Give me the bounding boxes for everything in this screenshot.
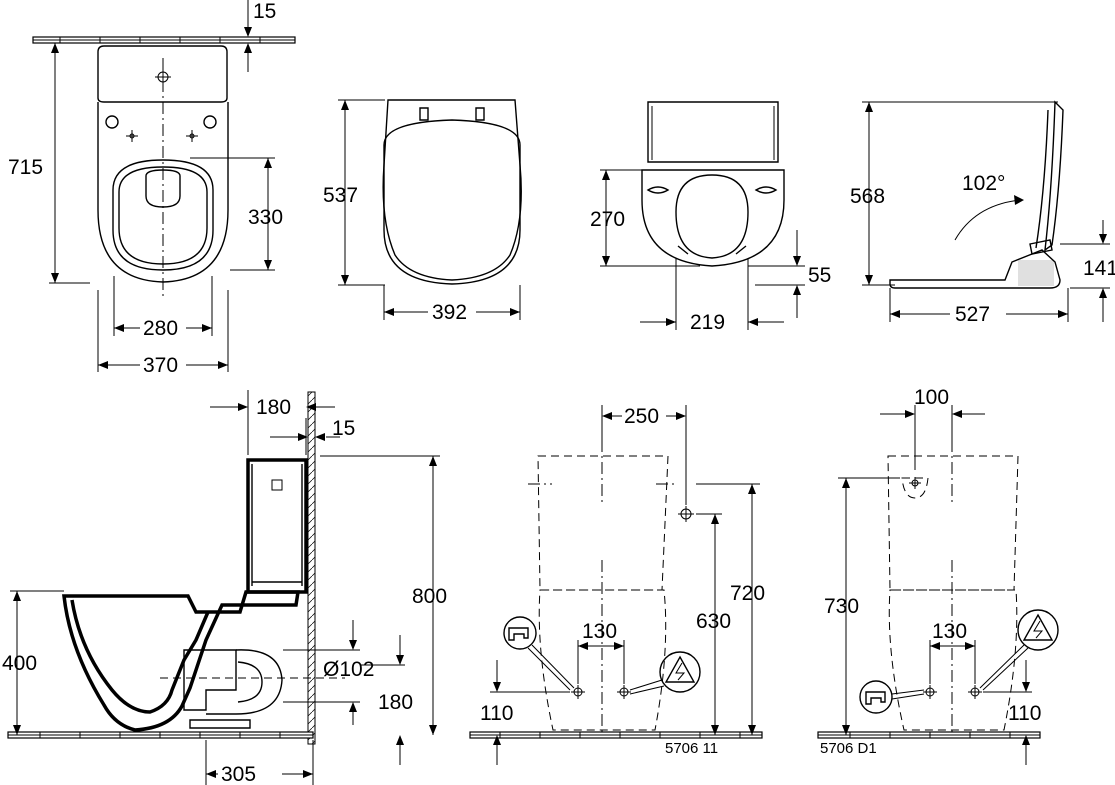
supply-hole-right-right-icon bbox=[968, 685, 982, 699]
electric-callout-right bbox=[1017, 609, 1059, 651]
dim-offset-55: 55 bbox=[808, 264, 831, 287]
water-inlet-right-icon bbox=[909, 477, 921, 489]
dim-seat-height-568: 568 bbox=[850, 185, 885, 208]
seat-lid-side bbox=[1044, 100, 1064, 252]
dim-bowl-330: 330 bbox=[248, 206, 283, 229]
dim-top-depth-180: 180 bbox=[256, 396, 291, 419]
dim-outer-width-370: 370 bbox=[143, 354, 178, 377]
product-code-right: 5706 D1 bbox=[820, 740, 877, 757]
dim-seat-width-392: 392 bbox=[432, 301, 467, 324]
dim-height-630: 630 bbox=[696, 610, 731, 633]
dim-inner-width-280: 280 bbox=[143, 317, 178, 340]
dim-wall-15-section: 15 bbox=[332, 417, 355, 440]
dim-hinge-height-141: 141 bbox=[1083, 257, 1115, 280]
seat-side-view: 102° 568 141 527 bbox=[850, 100, 1115, 326]
faucet-callout-right bbox=[859, 680, 893, 714]
dim-outlet-height-180: 180 bbox=[378, 691, 413, 714]
water-inlet-icon bbox=[678, 506, 694, 522]
tank-section bbox=[246, 458, 308, 594]
dim-outlet-distance-305: 305 bbox=[221, 763, 256, 785]
dim-spacing-100: 100 bbox=[914, 386, 949, 409]
faucet-icon bbox=[508, 627, 529, 641]
product-code-left: 5706 11 bbox=[665, 740, 718, 757]
bowl-hidden-right bbox=[888, 589, 1018, 731]
fixing-hole-left-icon bbox=[126, 130, 138, 142]
seat-open-view: 270 55 219 bbox=[590, 101, 831, 334]
supply-hole-right-icon bbox=[617, 685, 631, 699]
dim-bowl-height-400: 400 bbox=[2, 652, 37, 675]
tank-hidden-right bbox=[887, 455, 1019, 591]
supply-hole-left-icon bbox=[571, 685, 585, 699]
bowl-section bbox=[62, 590, 301, 732]
dim-height-720: 720 bbox=[730, 582, 765, 605]
angle-102: 102° bbox=[962, 172, 1005, 195]
dim-floor-110-left: 110 bbox=[480, 702, 513, 725]
tank-outline bbox=[97, 45, 228, 103]
dim-floor-110-right: 110 bbox=[1008, 702, 1041, 725]
side-section-view: 180 15 800 400 Ø102 180 305 bbox=[2, 390, 447, 785]
faucet-right-icon bbox=[865, 691, 886, 705]
tank-hidden bbox=[537, 455, 669, 591]
dim-total-height-800: 800 bbox=[412, 585, 447, 608]
seat-side-body bbox=[889, 249, 1061, 289]
electric-warning-icon bbox=[664, 655, 696, 683]
seat-closed-view: 537 392 bbox=[323, 99, 522, 324]
dim-height-730: 730 bbox=[824, 595, 859, 618]
dim-spacing-250: 250 bbox=[624, 405, 659, 428]
fixing-hole-right-icon bbox=[186, 130, 198, 142]
rear-view-right: 100 730 130 110 5706 D1 bbox=[817, 386, 1059, 765]
wall-section bbox=[307, 391, 316, 745]
dim-seat-length-537: 537 bbox=[323, 184, 358, 207]
electric-callout bbox=[659, 651, 701, 693]
dim-holes-130-left: 130 bbox=[582, 620, 617, 643]
seat-ring-outline bbox=[641, 169, 785, 267]
bowl-hidden bbox=[538, 589, 667, 731]
dim-ring-depth-270: 270 bbox=[590, 208, 625, 231]
dim-ring-width-219: 219 bbox=[690, 311, 725, 334]
seat-raised-lid bbox=[647, 101, 779, 163]
dim-depth-715: 715 bbox=[8, 156, 43, 179]
electric-warning-right-icon bbox=[1022, 613, 1054, 641]
dim-holes-130-right: 130 bbox=[932, 620, 967, 643]
faucet-callout bbox=[503, 616, 537, 650]
supply-hole-left-right-icon bbox=[923, 685, 937, 699]
rear-view-left: 250 720 630 130 110 5706 11 bbox=[469, 405, 765, 765]
top-view: 15 715 330 280 370 bbox=[8, 0, 296, 377]
dim-seat-length-527: 527 bbox=[955, 303, 990, 326]
dim-outlet-diameter: Ø102 bbox=[323, 658, 374, 681]
seat-lid-outline bbox=[383, 119, 521, 285]
dim-wall-15: 15 bbox=[253, 0, 276, 23]
